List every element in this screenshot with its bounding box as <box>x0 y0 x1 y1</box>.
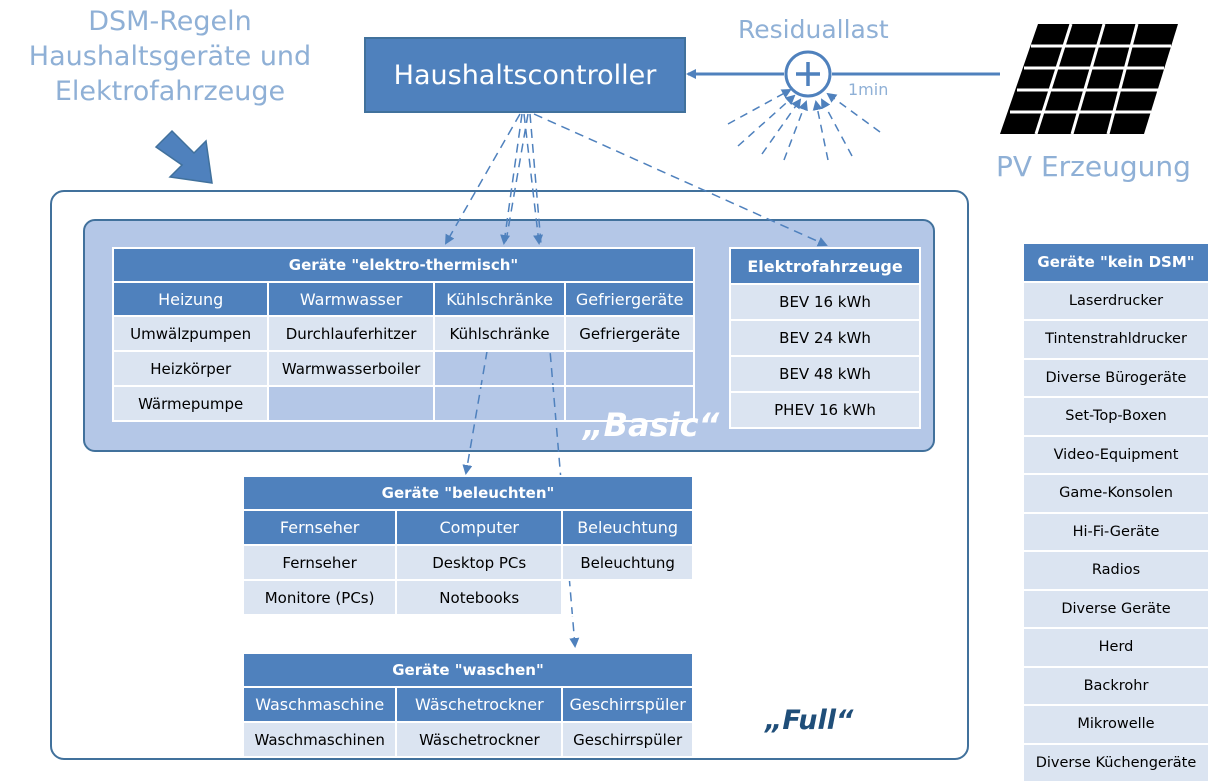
table-cell: Wäschetrockner <box>395 721 564 758</box>
list-item: Set-Top-Boxen <box>1024 397 1208 437</box>
table-cell: BEV 48 kWh <box>729 355 921 393</box>
table-cell: Beleuchtung <box>561 544 694 581</box>
list-item: Hi-Fi-Geräte <box>1024 512 1208 552</box>
table-cell: Geschirrspüler <box>561 721 694 758</box>
category-fernseher: Fernseher <box>241 509 398 546</box>
thermal-appliance-table: Geräte "elektro-thermisch" Heizung Warmw… <box>111 247 695 422</box>
category-waeschetrockner: Wäschetrockner <box>395 686 564 723</box>
ev-table: Elektrofahrzeuge BEV 16 kWh BEV 24 kWh B… <box>729 247 921 429</box>
table-cell: Notebooks <box>395 579 564 616</box>
no-dsm-table: Geräte "kein DSM" Laserdrucker Tintenstr… <box>1024 244 1208 783</box>
diagram-title: DSM-Regeln Haushaltsgeräte und Elektrofa… <box>20 4 320 109</box>
table-cell: BEV 24 kWh <box>729 319 921 357</box>
table-cell: Kühlschränke <box>432 315 567 352</box>
list-item: Radios <box>1024 551 1208 591</box>
household-controller: Haushaltscontroller <box>364 37 686 113</box>
list-item: Diverse Küchengeräte <box>1024 743 1208 783</box>
category-kuehlschraenke: Kühlschränke <box>432 281 567 317</box>
category-gefriergeraete: Gefriergeräte <box>564 281 695 317</box>
category-waschmaschine: Waschmaschine <box>241 686 398 723</box>
list-item: Diverse Geräte <box>1024 589 1208 629</box>
table-cell: PHEV 16 kWh <box>729 391 921 429</box>
list-item: Mikrowelle <box>1024 705 1208 745</box>
table-header: Geräte "beleuchten" <box>242 475 694 511</box>
table-header: Elektrofahrzeuge <box>729 247 921 285</box>
pv-generation-label: PV Erzeugung <box>996 150 1191 183</box>
interval-label: 1min <box>848 80 889 99</box>
title-arrow-icon <box>154 129 213 184</box>
table-cell: Warmwasserboiler <box>267 350 435 387</box>
table-cell: Monitore (PCs) <box>241 579 398 616</box>
residual-load-label: Residuallast <box>738 15 889 44</box>
solar-panel-icon <box>1000 23 1178 135</box>
table-cell: Waschmaschinen <box>241 721 398 758</box>
connector-lines <box>445 50 1000 648</box>
table-cell: BEV 16 kWh <box>729 283 921 321</box>
category-heizung: Heizung <box>111 281 270 317</box>
table-cell: Desktop PCs <box>395 544 564 581</box>
category-computer: Computer <box>395 509 564 546</box>
title-line-3: Elektrofahrzeuge <box>54 76 286 107</box>
list-item: Laserdrucker <box>1024 281 1208 321</box>
category-warmwasser: Warmwasser <box>267 281 435 317</box>
table-cell: Umwälzpumpen <box>111 315 270 352</box>
list-item: Tintenstrahldrucker <box>1024 320 1208 360</box>
lighting-table: Geräte "beleuchten" Fernseher Computer B… <box>241 475 694 616</box>
table-header: Geräte "waschen" <box>242 652 694 688</box>
category-beleuchtung: Beleuchtung <box>561 509 694 546</box>
table-cell: Durchlauferhitzer <box>267 315 435 352</box>
title-line-2: Haushaltsgeräte und <box>28 41 312 72</box>
category-geschirrspueler: Geschirrspüler <box>561 686 694 723</box>
table-cell: Gefriergeräte <box>564 315 695 352</box>
table-header: Geräte "elektro-thermisch" <box>112 247 695 283</box>
list-item: Backrohr <box>1024 666 1208 706</box>
table-cell: Fernseher <box>241 544 398 581</box>
list-item: Video-Equipment <box>1024 435 1208 475</box>
washing-table: Geräte "waschen" Waschmaschine Wäschetro… <box>241 652 694 758</box>
list-item: Herd <box>1024 628 1208 668</box>
basic-tag: „Basic“ <box>583 406 720 444</box>
table-cell: Wärmepumpe <box>111 385 270 422</box>
full-tag: „Full“ <box>765 705 854 736</box>
list-item: Game-Konsolen <box>1024 474 1208 514</box>
table-header: Geräte "kein DSM" <box>1024 244 1208 283</box>
table-cell: Heizkörper <box>111 350 270 387</box>
list-item: Diverse Bürogeräte <box>1024 358 1208 398</box>
full-container <box>50 190 969 760</box>
title-line-1: DSM-Regeln <box>88 6 252 37</box>
